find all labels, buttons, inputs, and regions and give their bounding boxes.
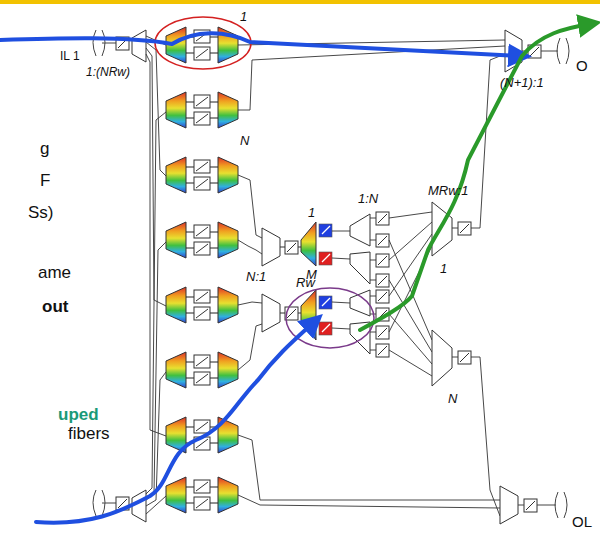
slide-text: fibers: [68, 425, 110, 444]
slide-text: out: [42, 298, 68, 317]
combiner-ratio: N:1: [246, 270, 266, 284]
combiner-ratio: MRw:1: [428, 184, 468, 198]
slide-text: uped: [58, 406, 99, 425]
port-number: 1: [308, 206, 315, 220]
slide-text: F: [40, 172, 50, 191]
fiber-label: IL 1: [60, 50, 80, 63]
fiber-label: OL: [572, 514, 592, 531]
port-number: 1: [440, 262, 447, 276]
fiber-label: O: [576, 58, 588, 75]
slide-text: Ss): [28, 204, 54, 223]
port-number: N: [448, 392, 457, 406]
combiner-ratio: (N+1):1: [500, 76, 544, 90]
splitter-ratio: 1:N: [358, 192, 378, 206]
splitter-ratio: 1:(NRw): [86, 66, 130, 79]
port-number: 1: [240, 10, 247, 24]
slide-text: ame: [38, 264, 71, 283]
port-number: N: [240, 134, 249, 148]
port-number: Rw: [296, 276, 315, 290]
slide-text: g: [40, 140, 49, 159]
